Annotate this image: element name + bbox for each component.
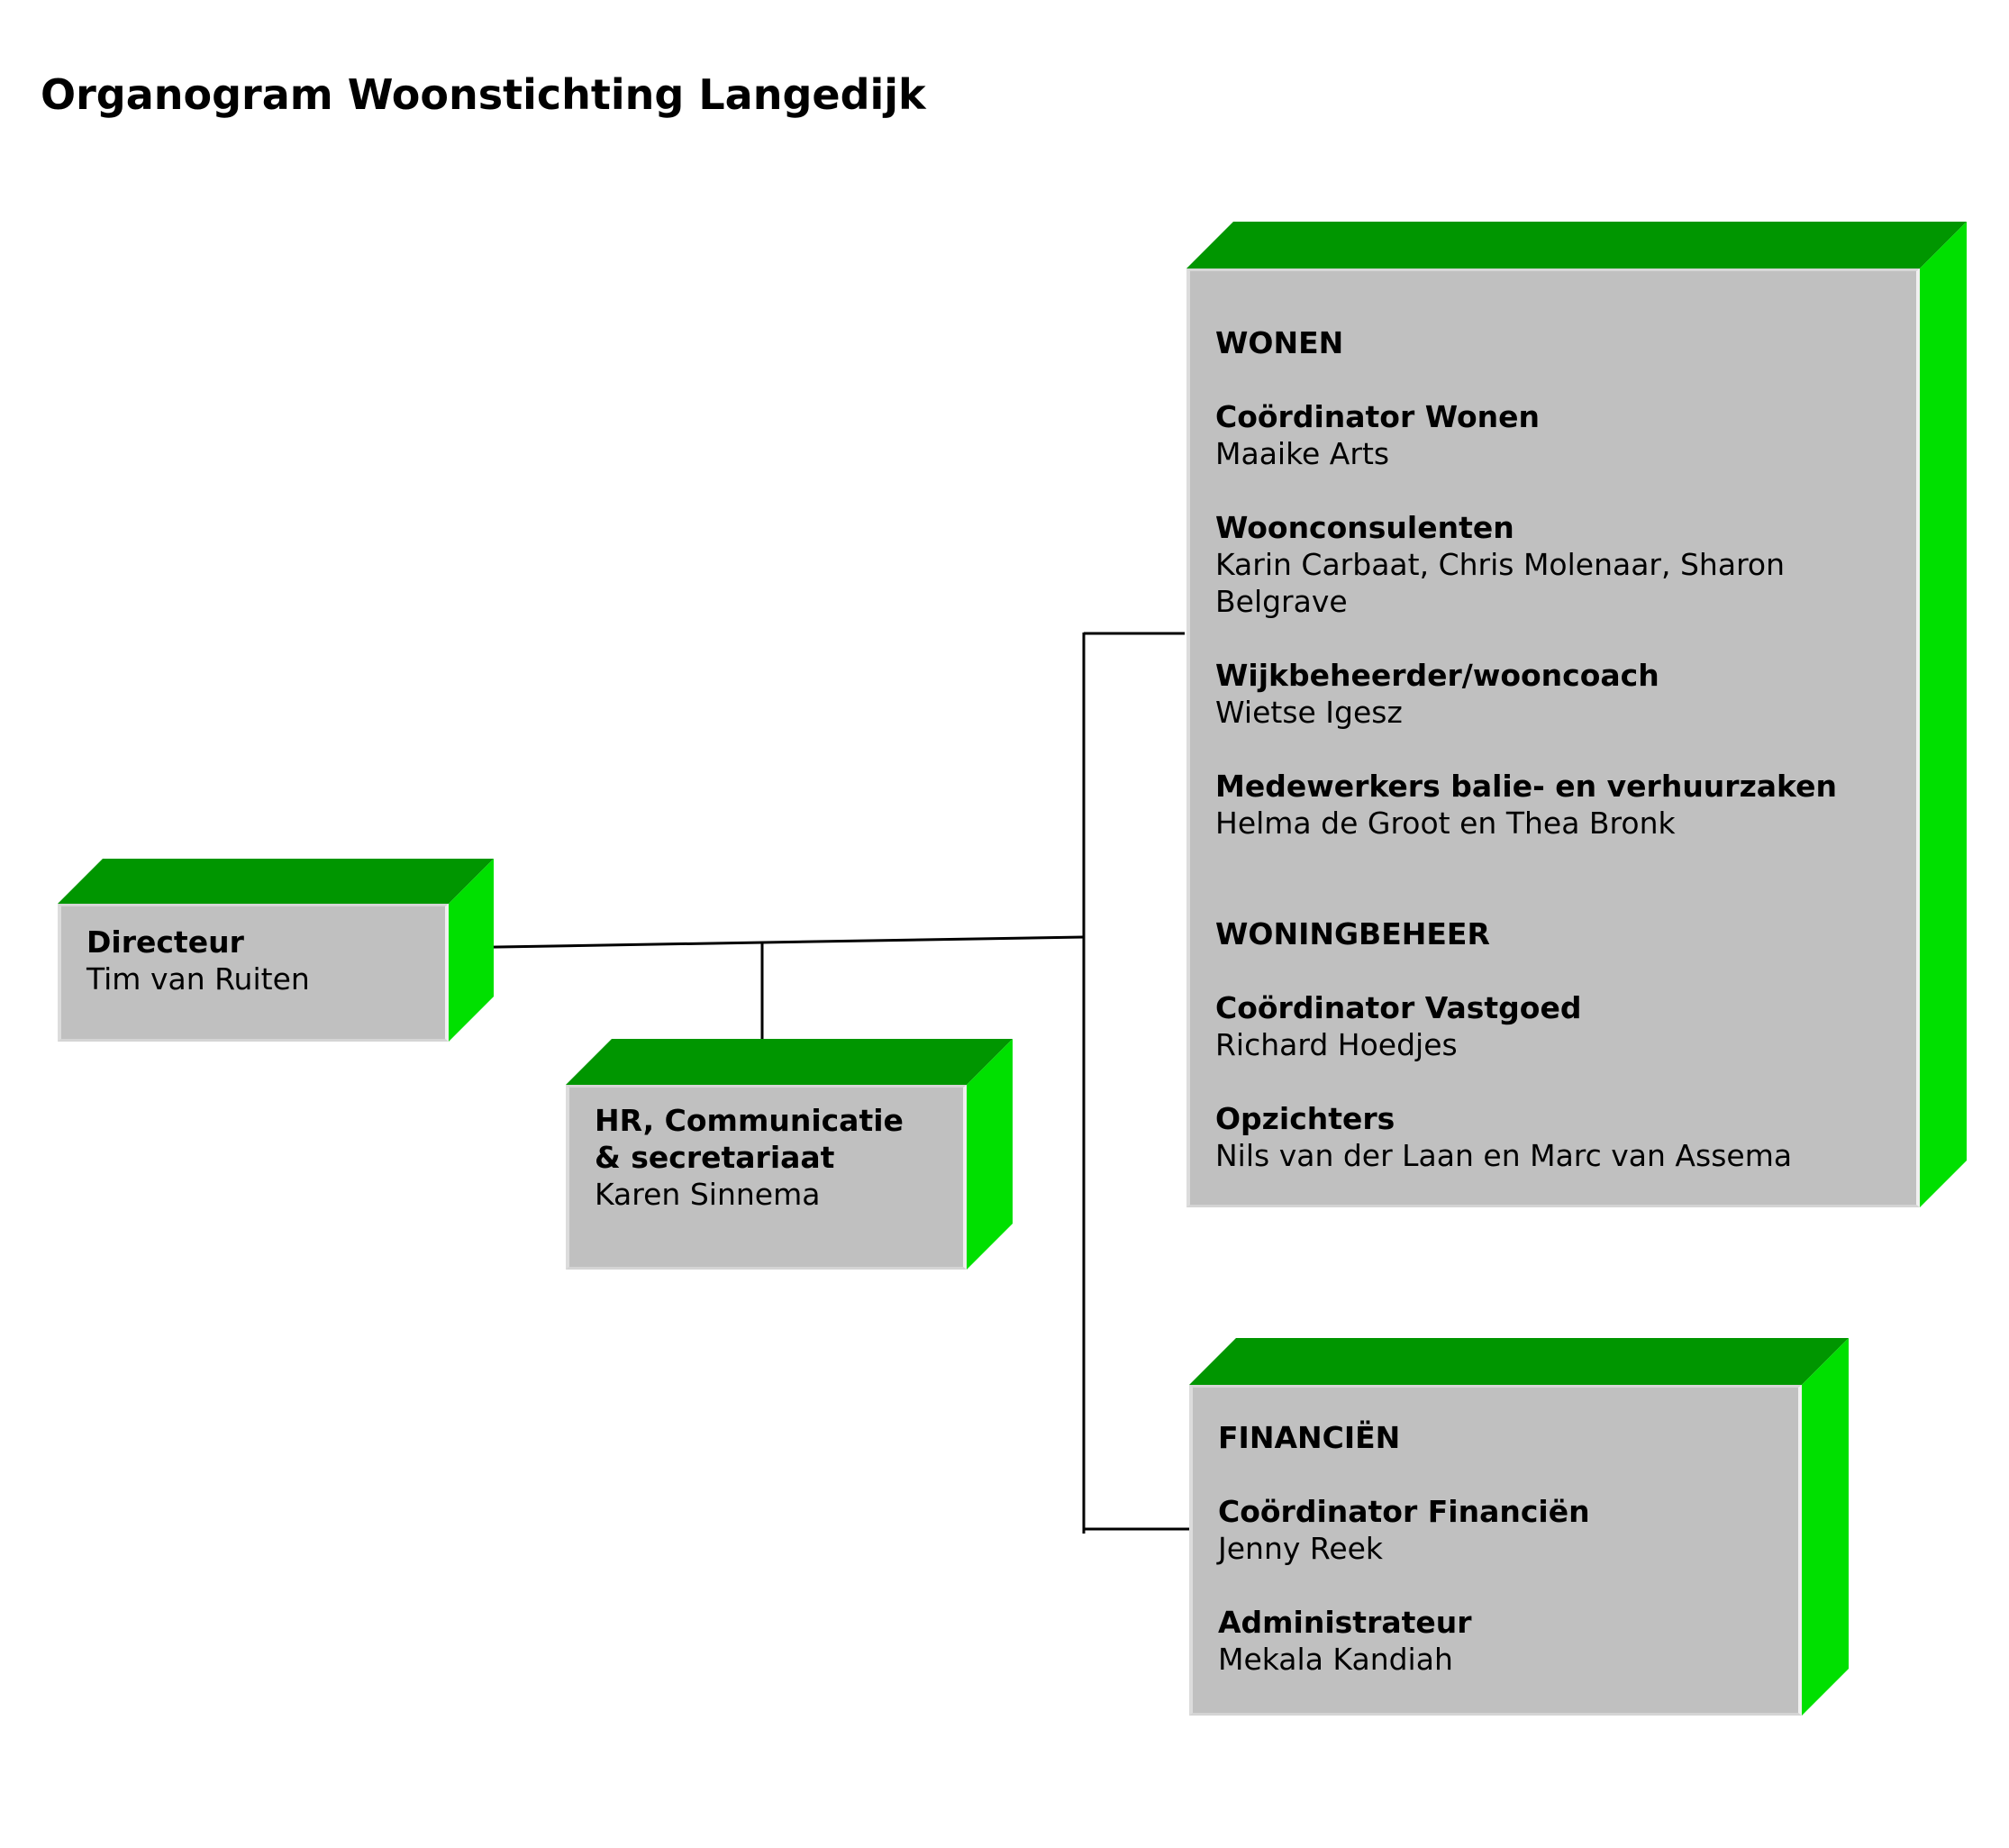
- coordinator-wonen-role: Coördinator Wonen: [1215, 399, 1541, 434]
- directeur-role: Directeur: [86, 924, 244, 960]
- hr-role-line1: HR, Communicatie: [595, 1103, 904, 1138]
- woonconsulenten-names-line2: Belgrave: [1215, 584, 1348, 619]
- wonen-woningbeheer-box: WONEN Coördinator Wonen Maaike Arts Woon…: [1186, 222, 1967, 1207]
- directeur-box: Directeur Tim van Ruiten: [58, 859, 494, 1042]
- page-title: Organogram Woonstichting Langedijk: [41, 70, 926, 119]
- coordinator-vastgoed-role: Coördinator Vastgoed: [1215, 990, 1582, 1025]
- administrateur-name: Mekala Kandiah: [1218, 1642, 1453, 1677]
- box-side-face: [1802, 1338, 1849, 1716]
- opzichters-role: Opzichters: [1215, 1101, 1395, 1136]
- wonen-heading: WONEN: [1215, 325, 1344, 360]
- coordinator-financien-role: Coördinator Financiën: [1218, 1494, 1590, 1529]
- box-front-face: [566, 1085, 967, 1270]
- woonconsulenten-role: Woonconsulenten: [1215, 510, 1514, 545]
- balie-verhuurzaken-role: Medewerkers balie- en verhuurzaken: [1215, 769, 1837, 804]
- directeur-name: Tim van Ruiten: [86, 961, 310, 997]
- hr-box: HR, Communicatie & secretariaat Karen Si…: [566, 1039, 1013, 1270]
- hr-name: Karen Sinnema: [595, 1177, 821, 1212]
- box-front-face: [1189, 1385, 1802, 1716]
- wijkbeheerder-name: Wietse Igesz: [1215, 695, 1403, 730]
- box-top-face: [1189, 1338, 1849, 1385]
- administrateur-role: Administrateur: [1218, 1605, 1472, 1640]
- financien-heading: FINANCIËN: [1218, 1420, 1401, 1455]
- box-side-face: [1920, 222, 1967, 1207]
- financien-box: FINANCIËN Coördinator Financiën Jenny Re…: [1189, 1338, 1849, 1716]
- woonconsulenten-names-line1: Karin Carbaat, Chris Molenaar, Sharon: [1215, 547, 1786, 582]
- woningbeheer-heading: WONINGBEHEER: [1215, 916, 1490, 951]
- box-top-face: [566, 1039, 1013, 1085]
- wijkbeheerder-role: Wijkbeheerder/wooncoach: [1215, 658, 1659, 693]
- opzichters-names: Nils van der Laan en Marc van Assema: [1215, 1138, 1793, 1173]
- box-side-face: [967, 1039, 1013, 1270]
- box-front-face: [58, 904, 449, 1042]
- hr-role-line2: & secretariaat: [595, 1140, 835, 1175]
- box-front-face: [1186, 269, 1920, 1207]
- coordinator-vastgoed-name: Richard Hoedjes: [1215, 1027, 1458, 1062]
- balie-verhuurzaken-names: Helma de Groot en Thea Bronk: [1215, 806, 1676, 841]
- box-top-face: [58, 859, 494, 904]
- box-top-face: [1186, 222, 1967, 269]
- coordinator-wonen-name: Maaike Arts: [1215, 436, 1390, 471]
- coordinator-financien-name: Jenny Reek: [1218, 1531, 1384, 1566]
